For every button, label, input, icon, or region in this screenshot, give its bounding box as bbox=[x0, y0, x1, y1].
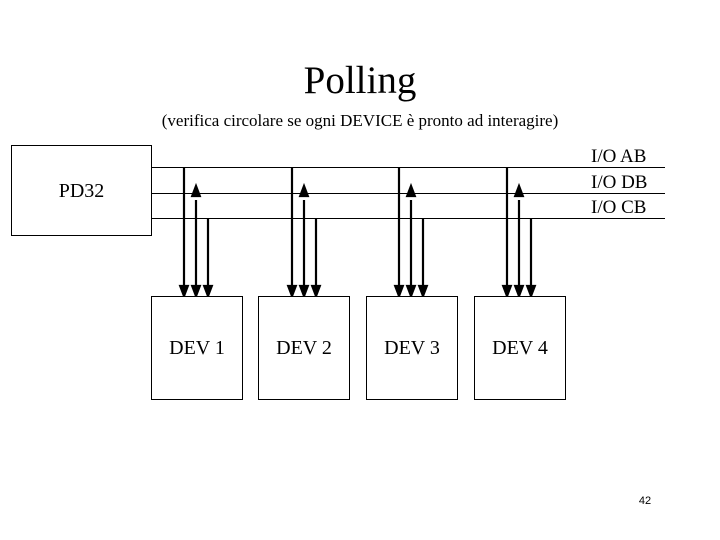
control-bus-line bbox=[152, 218, 665, 219]
data-bus-label: I/O DB bbox=[591, 172, 648, 193]
cpu-block-label: PD32 bbox=[58, 179, 105, 202]
device-block-1: DEV 1 bbox=[151, 296, 243, 400]
connector-group-device-4 bbox=[501, 160, 543, 305]
device-block-2: DEV 2 bbox=[258, 296, 350, 400]
page-number: 42 bbox=[638, 495, 652, 507]
connector-group-device-1 bbox=[178, 160, 220, 305]
device-block-2-label: DEV 2 bbox=[276, 337, 332, 359]
connector-group-device-3 bbox=[393, 160, 435, 305]
device-block-3-label: DEV 3 bbox=[384, 337, 440, 359]
control-bus-label: I/O CB bbox=[591, 197, 647, 218]
device-block-1-label: DEV 1 bbox=[169, 337, 225, 359]
address-bus-line bbox=[152, 167, 665, 168]
connector-group-device-2 bbox=[286, 160, 328, 305]
device-block-3: DEV 3 bbox=[366, 296, 458, 400]
page-title: Polling bbox=[303, 59, 417, 102]
page-subtitle: (verifica circolare se ogni DEVICE è pro… bbox=[161, 111, 559, 130]
device-block-4-label: DEV 4 bbox=[492, 337, 548, 359]
device-block-4: DEV 4 bbox=[474, 296, 566, 400]
cpu-block: PD32 bbox=[11, 145, 152, 236]
address-bus-label: I/O AB bbox=[591, 146, 647, 167]
